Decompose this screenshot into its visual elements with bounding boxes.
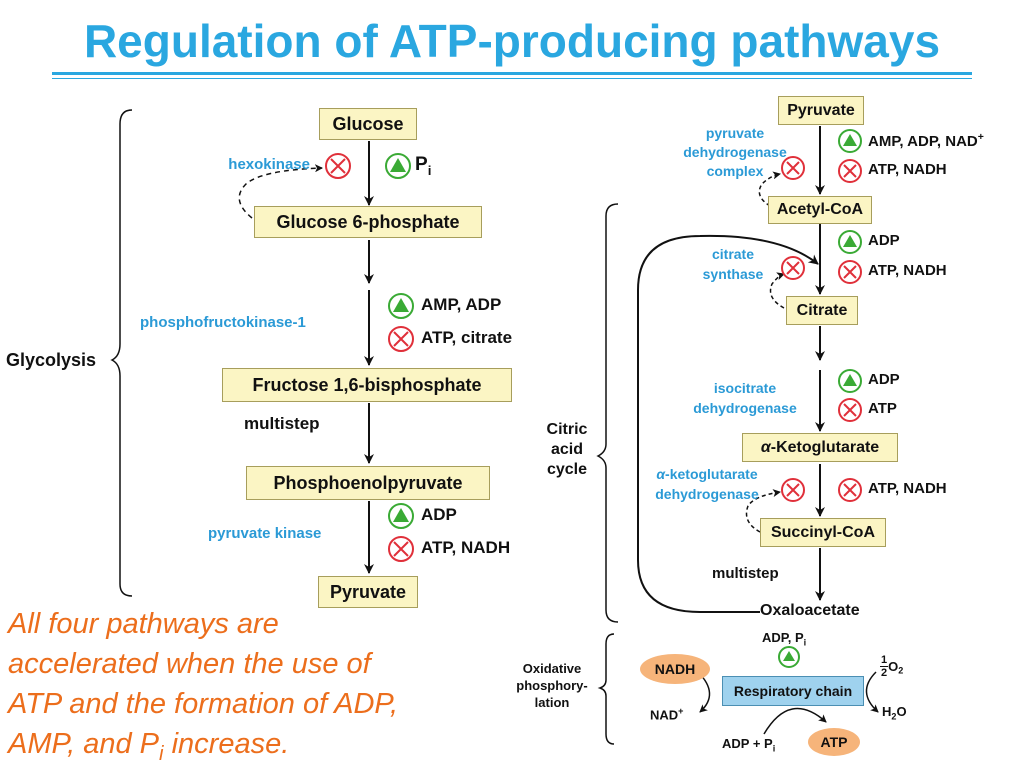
inhibitor-icon-pdh-left bbox=[781, 156, 805, 180]
node-glucose-6-phosphate: Glucose 6-phosphate bbox=[254, 206, 482, 238]
enzyme-citrate-synthase: citrate synthase bbox=[702, 246, 764, 282]
activator-icon-pdh bbox=[838, 129, 862, 153]
cs-activators: ADP bbox=[868, 232, 900, 249]
inhibitor-icon-cs-left bbox=[781, 256, 805, 280]
glycolysis-label: Glycolysis bbox=[6, 350, 97, 370]
adp-pi-bottom: ADP + Pi bbox=[722, 736, 776, 754]
respiratory-chain-box: Respiratory chain bbox=[722, 676, 864, 706]
nadh-oval: NADH bbox=[640, 654, 710, 684]
atp-oval: ATP bbox=[808, 728, 860, 756]
activator-icon-cs bbox=[838, 230, 862, 254]
hexokinase-activator: Pi bbox=[415, 154, 432, 178]
activator-icon-pk bbox=[388, 503, 414, 529]
pdh-activators: AMP, ADP, NAD+ bbox=[868, 131, 984, 150]
node-citrate: Citrate bbox=[786, 296, 858, 325]
enzyme-isocitrate-dehydrogenase: isocitrate dehydrogenase bbox=[693, 380, 797, 416]
oxphos-label: Oxidative phosphory- lation bbox=[516, 661, 588, 710]
arrow-adp-to-atp bbox=[763, 707, 827, 735]
inhibitor-icon-pfk1 bbox=[388, 326, 414, 352]
node-succinyl-coa: Succinyl-CoA bbox=[760, 518, 886, 547]
pk-activators: ADP bbox=[421, 505, 457, 524]
enzyme-alpha-ketoglutarate-dehydrogenase: α-ketoglutarate dehydrogenase bbox=[655, 466, 759, 502]
inhibitor-icon-cs-right bbox=[838, 260, 862, 284]
activator-icon-oxphos bbox=[778, 646, 800, 668]
akgdh-inhibitors: ATP, NADH bbox=[868, 480, 947, 497]
feedback-citrate-cs bbox=[769, 272, 785, 309]
pdh-inhibitors: ATP, NADH bbox=[868, 161, 947, 178]
h2o: H2O bbox=[882, 704, 907, 722]
inhibitor-icon-hexokinase bbox=[325, 153, 351, 179]
node-pyruvate-glycolysis: Pyruvate bbox=[318, 576, 418, 608]
idh-inhibitors: ATP bbox=[868, 400, 897, 417]
title-underline bbox=[52, 72, 972, 75]
title-underline-thin bbox=[52, 78, 972, 79]
pk-inhibitors: ATP, NADH bbox=[421, 538, 511, 557]
loop-oxaloacetate-citrate bbox=[637, 234, 819, 613]
feedback-succinylcoa-akgdh bbox=[745, 489, 781, 533]
oxphos-bracket bbox=[597, 633, 615, 745]
node-pyruvate-pdh: Pyruvate bbox=[778, 96, 864, 125]
feedback-g6p-hexokinase bbox=[238, 164, 323, 219]
cs-inhibitors: ATP, NADH bbox=[868, 262, 947, 279]
pfk1-inhibitors: ATP, citrate bbox=[421, 328, 513, 347]
citric-acid-cycle-bracket bbox=[596, 203, 619, 623]
inhibitor-icon-pdh-right bbox=[838, 159, 862, 183]
activator-icon-pfk1 bbox=[388, 293, 414, 319]
idh-activators: ADP bbox=[868, 371, 900, 388]
inhibitor-icon-idh bbox=[838, 398, 862, 422]
summary-note: All four pathways are accelerated when t… bbox=[8, 608, 399, 765]
node-phosphoenolpyruvate: Phosphoenolpyruvate bbox=[246, 466, 490, 500]
inhibitor-icon-akgdh-right bbox=[838, 478, 862, 502]
enzyme-hexokinase: hexokinase bbox=[228, 156, 310, 173]
inhibitor-icon-akgdh-left bbox=[781, 478, 805, 502]
arrow-o2-to-h2o bbox=[865, 671, 879, 713]
multistep-citric-acid-cycle: multistep bbox=[712, 565, 779, 582]
node-oxaloacetate: Oxaloacetate bbox=[760, 602, 860, 619]
citric-acid-cycle-label: Citric acid cycle bbox=[546, 421, 588, 478]
activator-icon-idh bbox=[838, 369, 862, 393]
multistep-glycolysis: multistep bbox=[244, 414, 320, 433]
pfk1-activators: AMP, ADP bbox=[421, 295, 502, 314]
oxphos-activators: ADP, Pi bbox=[762, 630, 807, 648]
nad-plus: NAD+ bbox=[650, 706, 684, 723]
enzyme-pyruvate-kinase: pyruvate kinase bbox=[208, 525, 322, 542]
feedback-acetylcoa-pdh bbox=[758, 171, 781, 207]
enzyme-phosphofructokinase-1: phosphofructokinase-1 bbox=[140, 314, 306, 331]
inhibitor-icon-pk bbox=[388, 536, 414, 562]
node-acetyl-coa: Acetyl-CoA bbox=[768, 196, 872, 224]
node-fructose-bisphosphate: Fructose 1,6-bisphosphate bbox=[222, 368, 512, 402]
node-glucose: Glucose bbox=[319, 108, 417, 140]
enzyme-pyruvate-dehydrogenase-complex: pyruvate dehydrogenase complex bbox=[683, 125, 787, 179]
activator-icon-hexokinase bbox=[385, 153, 411, 179]
glycolysis-bracket bbox=[110, 109, 133, 597]
page-title: Regulation of ATP-producing pathways bbox=[83, 15, 941, 67]
node-alpha-ketoglutarate: α-Ketoglutarate bbox=[742, 433, 898, 462]
